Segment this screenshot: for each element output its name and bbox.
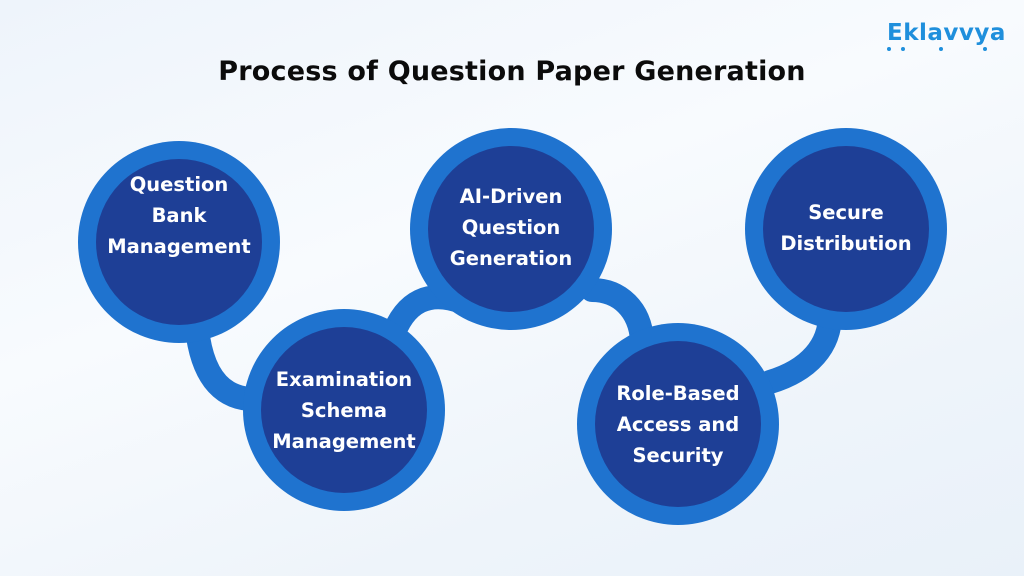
step-circle-4	[577, 323, 779, 525]
step-4-line-1: Role-Based	[616, 382, 740, 405]
step-5-line-1: Secure	[808, 201, 884, 224]
step-label-2: Examination Schema Management	[264, 364, 424, 457]
step-label-4: Role-Based Access and Security	[598, 378, 758, 471]
step-3-line-2: Question	[461, 216, 561, 239]
step-1-line-1: Question	[129, 173, 229, 196]
step-3-line-1: AI-Driven	[459, 185, 563, 208]
step-circle-5	[745, 128, 947, 330]
brand-logo: Eklavvya	[887, 20, 1006, 46]
step-2-line-1: Examination	[275, 368, 413, 391]
step-2-line-2: Schema	[300, 399, 388, 422]
step-4-line-2: Access and	[616, 413, 740, 436]
step-label-3: AI-Driven Question Generation	[431, 181, 591, 274]
connector-3-4	[580, 278, 654, 352]
step-4-line-3: Security	[632, 444, 724, 467]
step-2-line-3: Management	[272, 430, 416, 453]
logo-underline	[887, 47, 997, 51]
step-1-line-3: Management	[107, 235, 251, 258]
step-label-1: Question Bank Management	[99, 169, 259, 262]
step-label-5: Secure Distribution	[766, 197, 926, 259]
step-circle-2	[243, 309, 445, 511]
step-circle-3	[410, 128, 612, 330]
step-1-line-2: Bank	[151, 204, 207, 227]
page-title: Process of Question Paper Generation	[218, 56, 806, 87]
step-circles	[78, 128, 947, 525]
step-circle-1	[78, 141, 280, 343]
step-5-line-2: Distribution	[780, 232, 912, 255]
step-3-line-3: Generation	[449, 247, 573, 270]
